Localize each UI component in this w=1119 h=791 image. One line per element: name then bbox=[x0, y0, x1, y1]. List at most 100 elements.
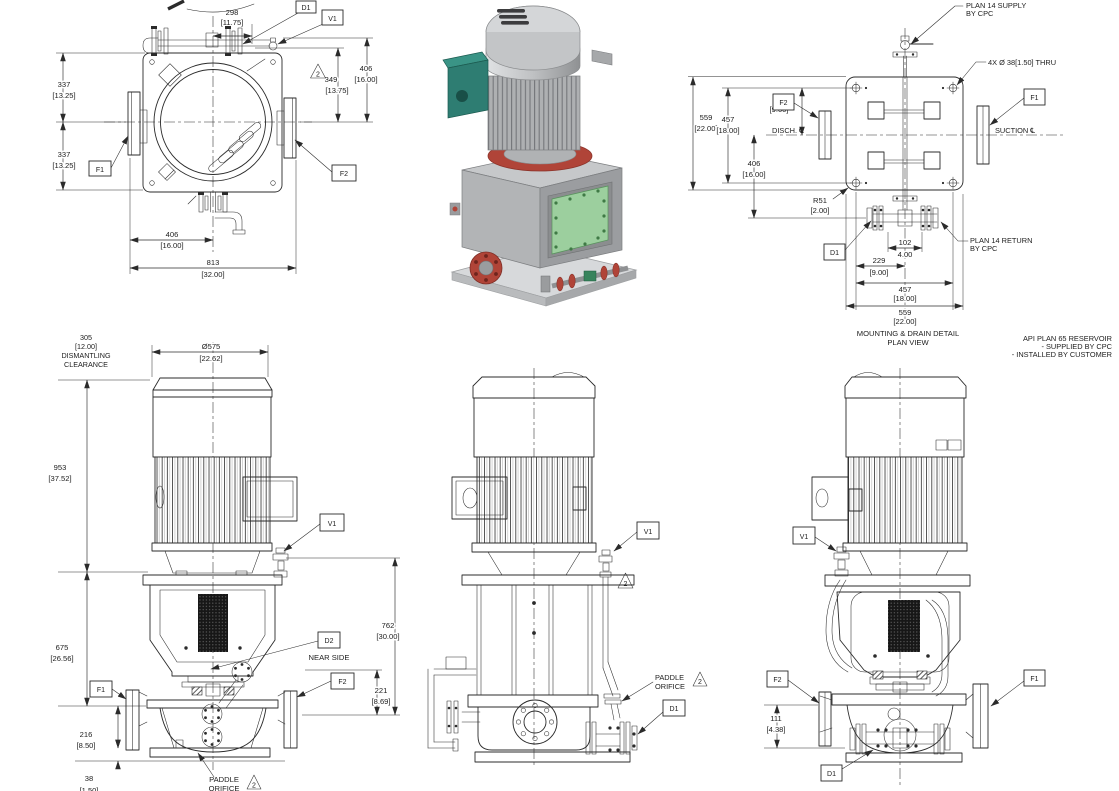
front-volute bbox=[159, 707, 267, 753]
callout-v1: V1 bbox=[328, 16, 337, 23]
note-4x-holes: 4X Ø 38[1.50] THRU bbox=[988, 58, 1056, 67]
rear-coupling-guard-mesh bbox=[888, 600, 920, 652]
dim-457-bottom: 457 bbox=[899, 285, 912, 294]
front-motor bbox=[151, 377, 298, 574]
dim-229-bottom: 229 bbox=[873, 256, 886, 265]
front-callout-box-d2 bbox=[317, 631, 341, 649]
side-flush-piping bbox=[427, 656, 481, 752]
mount-caption-1: MOUNTING & DRAIN DETAIL bbox=[857, 329, 959, 338]
side-casing-flange bbox=[512, 699, 558, 745]
dim-457-left: 457 bbox=[722, 115, 735, 124]
label-near-side: NEAR SIDE bbox=[309, 653, 350, 662]
gland-piping-top bbox=[142, 26, 278, 56]
rear-stand-plate bbox=[824, 574, 971, 587]
rear-motor-adapter bbox=[859, 550, 949, 576]
side-callout-d1: D1 bbox=[670, 706, 679, 713]
mount-ibeams bbox=[867, 101, 941, 170]
mount-plate bbox=[845, 76, 964, 191]
side-callout-box-d1 bbox=[662, 699, 686, 717]
front-callouts: V1 D2 NEAR SIDE F1 F2 PADDLE ORIFICE 2 bbox=[89, 513, 355, 791]
dim-111: 111 bbox=[770, 714, 782, 723]
motor-stand-plate bbox=[142, 52, 283, 193]
dim-457-left-in: [18.00] bbox=[716, 126, 739, 135]
dim-349-in: [13.75] bbox=[325, 86, 348, 95]
side-motor-fins bbox=[476, 456, 593, 544]
side-pump bbox=[467, 694, 599, 751]
label-disch-cl: DISCH. ℄ bbox=[772, 126, 804, 135]
dim-337-upper-in: [13.25] bbox=[52, 91, 75, 100]
front-callout-f2: F2 bbox=[338, 679, 346, 686]
note-triangle-2: 2 bbox=[310, 63, 326, 79]
api-note-1: API PLAN 65 RESERVOIR bbox=[1023, 334, 1112, 343]
note-plan14-return-2: BY CPC bbox=[970, 244, 998, 253]
rear-motor-fins bbox=[847, 456, 963, 544]
side-stand-plate bbox=[461, 574, 635, 586]
lug-line-upper-right bbox=[246, 58, 266, 72]
dim-305-in: [12.00] bbox=[75, 342, 97, 351]
side-elevation: V1 2 PADDLE ORIFICE 2 D1 bbox=[427, 368, 708, 766]
note-plan14-supply-2: BY CPC bbox=[966, 9, 994, 18]
front-junction-box bbox=[242, 476, 298, 522]
render-motor-fins bbox=[487, 75, 581, 151]
front-note-triangle-2: 2 bbox=[246, 774, 262, 790]
mount-callout-f1: F1 bbox=[1030, 95, 1038, 102]
note-plan14-supply: PLAN 14 SUPPLY bbox=[966, 1, 1026, 10]
side-callout-box-v1 bbox=[636, 521, 660, 540]
cutoff-arrow-remnant bbox=[167, 0, 255, 13]
dim-337-lower-in: [13.25] bbox=[52, 161, 75, 170]
front-callout-d2: D2 bbox=[325, 638, 334, 645]
dim-559-bottom-in: [22.00] bbox=[893, 317, 916, 326]
chamfer-tab-lower bbox=[158, 163, 176, 181]
plan-callouts: D1 V1 F1 F2 2 bbox=[88, 0, 357, 182]
fan-cover-outer-circle bbox=[153, 62, 273, 182]
plan-view: 298 [11.75] 337 [13.25] 337 [13.25] 349 … bbox=[51, 0, 379, 279]
side-label-paddle: PADDLE bbox=[655, 673, 684, 682]
dim-216: 216 bbox=[80, 730, 93, 739]
side-shaft-dot-1 bbox=[532, 601, 536, 605]
api-note-3: - INSTALLED BY CUSTOMER bbox=[1012, 350, 1112, 359]
render-junction-box bbox=[447, 59, 489, 119]
isometric-render bbox=[442, 5, 638, 307]
callout-f1: F1 bbox=[96, 167, 104, 174]
front-callout-box-v1 bbox=[319, 513, 345, 532]
callout-box-f1 bbox=[88, 160, 112, 177]
mount-callout-box-f2 bbox=[772, 93, 795, 111]
rear-callout-d1: D1 bbox=[827, 771, 836, 778]
rear-callout-box-d1 bbox=[820, 764, 843, 782]
rear-nameplate-1 bbox=[935, 439, 948, 451]
dim-813-in: [32.00] bbox=[201, 270, 224, 279]
fan-cover-vent-slots bbox=[208, 122, 262, 173]
mount-drain-manifold bbox=[866, 195, 939, 231]
note-plan14-return: PLAN 14 RETURN bbox=[970, 236, 1032, 245]
rear-callout-box-v1 bbox=[792, 526, 816, 545]
front-motor-foot bbox=[151, 542, 273, 552]
dim-762: 762 bbox=[382, 621, 395, 630]
front-vent-valve bbox=[272, 547, 289, 578]
render-gasket bbox=[551, 185, 609, 255]
rear-vent-valve bbox=[833, 546, 850, 577]
front-discharge-flange bbox=[277, 690, 298, 749]
side-vent-drain-pipe bbox=[598, 549, 622, 721]
side-stand-legs bbox=[476, 584, 593, 696]
side-motor bbox=[451, 372, 597, 576]
mount-suction-flange bbox=[976, 105, 990, 165]
dim-r51-in: [2.00] bbox=[811, 206, 830, 215]
front-motor-fins bbox=[154, 456, 271, 544]
dim-337-lower: 337 bbox=[58, 150, 71, 159]
callout-box-f2 bbox=[331, 164, 357, 182]
render-vent-slots bbox=[497, 9, 529, 25]
mount-discharge-flange bbox=[818, 110, 832, 160]
callout-f2: F2 bbox=[340, 171, 348, 178]
dim-406-right: 406 bbox=[360, 64, 373, 73]
dim-953: 953 bbox=[54, 463, 67, 472]
chamfer-tab-upper bbox=[158, 63, 182, 87]
mount-callout-f2: F2 bbox=[779, 100, 787, 107]
render-flange-bolts bbox=[474, 254, 498, 282]
rear-callouts: V1 F2 F1 D1 bbox=[766, 526, 1046, 782]
discharge-flange-f2 bbox=[276, 97, 297, 159]
mount-callout-box-d1 bbox=[823, 243, 846, 261]
dim-216-in: [8.50] bbox=[77, 741, 96, 750]
rear-nameplate-2 bbox=[947, 439, 962, 451]
mounting-detail-view: 559 [22.00] 457 [18.00] 229 [9.00] 406 [… bbox=[688, 1, 1113, 359]
dim-102: 102 bbox=[899, 238, 912, 247]
